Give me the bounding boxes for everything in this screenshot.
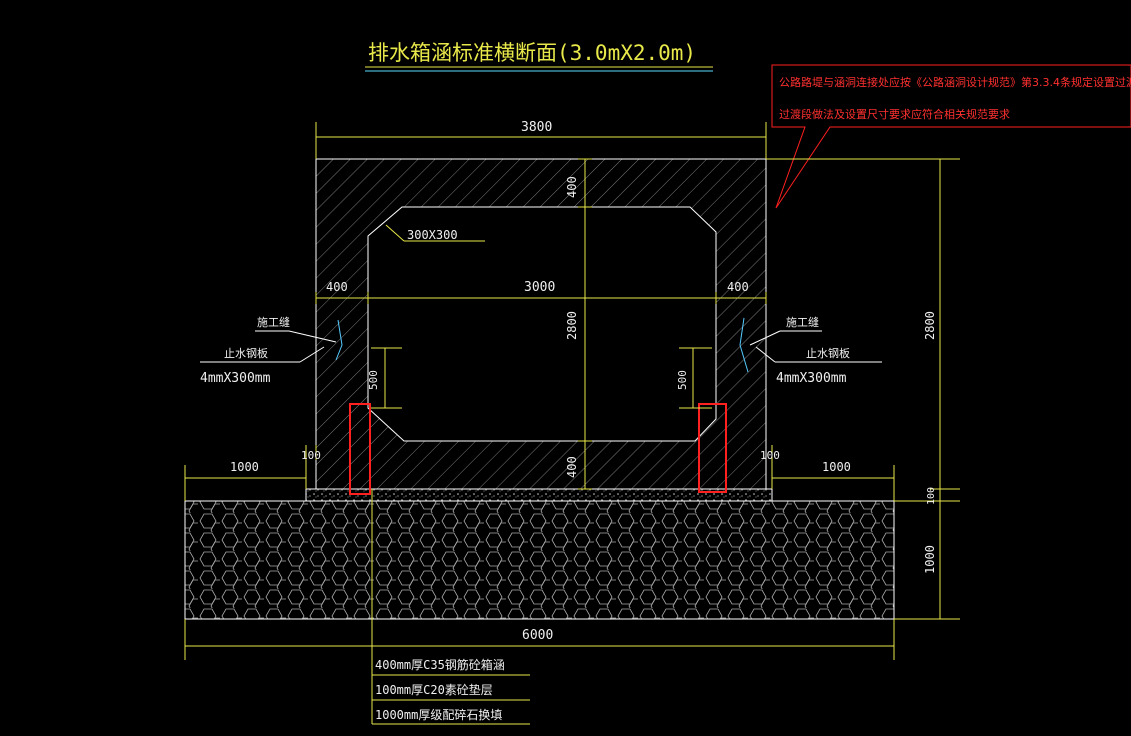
dim-inner-height: 2800 bbox=[565, 207, 586, 441]
legend-item-3: 1000mm厚级配碎石换填 bbox=[375, 707, 502, 722]
dim-overhang-left-text: 100 bbox=[301, 449, 321, 462]
legend-item-1: 400mm厚C35钢筋砼箱涵 bbox=[375, 657, 505, 672]
joint-mark-left bbox=[335, 319, 343, 361]
joint-label-right: 施工缝 bbox=[786, 315, 819, 329]
dim-bottom-slab-text: 400 bbox=[565, 456, 579, 478]
dim-top-width-text: 3800 bbox=[521, 120, 552, 135]
box-culvert-section bbox=[315, 158, 767, 490]
dim-stop-right-text: 500 bbox=[676, 370, 689, 390]
dim-foundation-depth-text: 1000 bbox=[923, 545, 937, 574]
dim-overall-height: 2800 bbox=[766, 158, 960, 490]
dim-inner-height-text: 2800 bbox=[565, 311, 579, 340]
dim-overall-height-text: 2800 bbox=[923, 311, 937, 340]
annotation-left: 施工缝 止水钢板 4mmX300mm bbox=[200, 315, 337, 386]
dim-foundation-depth: 1000 bbox=[894, 501, 960, 620]
highlight-left bbox=[349, 403, 371, 495]
chamfer-leader bbox=[385, 224, 405, 242]
dim-stop-left-text: 500 bbox=[367, 370, 380, 390]
dim-side-left: 1000 100 bbox=[184, 445, 321, 501]
dim-stop-right: 500 bbox=[676, 347, 712, 409]
dim-wall-right-text: 400 bbox=[727, 280, 749, 294]
dim-top-slab-text: 400 bbox=[565, 176, 579, 198]
dim-wall-left-text: 400 bbox=[326, 280, 348, 294]
waterstop-label-left: 止水钢板 bbox=[224, 346, 268, 360]
highlight-right bbox=[698, 403, 727, 493]
waterstop-spec-right: 4mmX300mm bbox=[776, 371, 847, 386]
dim-stop-left: 500 bbox=[367, 347, 402, 409]
joint-mark-right bbox=[739, 317, 749, 373]
dim-inner-width-text: 3000 bbox=[524, 280, 555, 295]
dim-top-width: 3800 bbox=[315, 120, 767, 159]
dim-bottom-slab: 400 bbox=[565, 440, 592, 490]
waterstop-label-right: 止水钢板 bbox=[806, 346, 850, 360]
material-legend: 400mm厚C35钢筋砼箱涵 100mm厚C20素砼垫层 1000mm厚级配碎石… bbox=[372, 657, 530, 725]
cushion-layer bbox=[305, 488, 773, 502]
dim-side-right: 1000 100 bbox=[760, 445, 895, 501]
annotation-right: 施工缝 止水钢板 4mmX300mm bbox=[749, 315, 882, 386]
joint-label-left: 施工缝 bbox=[257, 315, 290, 329]
note-callout: 公路路堤与涵洞连接处应按《公路涵洞设计规范》第3.3.4条规定设置过渡段 过渡段… bbox=[771, 64, 1131, 209]
dim-top-slab: 400 bbox=[565, 158, 592, 208]
dim-foundation-width-text: 6000 bbox=[522, 628, 553, 643]
dim-side-left-text: 1000 bbox=[230, 460, 259, 474]
dim-foundation-width: 6000 bbox=[184, 619, 895, 660]
legend-item-2: 100mm厚C20素砼垫层 bbox=[375, 682, 493, 697]
dim-inner-width: 3000 400 400 bbox=[315, 280, 767, 304]
waterstop-spec-left: 4mmX300mm bbox=[200, 371, 271, 386]
dim-cushion: 100 bbox=[894, 487, 960, 505]
drawing-title: 排水箱涵标准横断面(3.0mX2.0m) bbox=[368, 41, 696, 65]
foundation-layer bbox=[184, 500, 895, 620]
chamfer-label: 300X300 bbox=[407, 228, 458, 242]
dim-cushion-text: 100 bbox=[926, 487, 937, 505]
dim-overhang-right-text: 100 bbox=[760, 449, 780, 462]
note-line-1: 公路路堤与涵洞连接处应按《公路涵洞设计规范》第3.3.4条规定设置过渡段 bbox=[779, 75, 1131, 89]
dim-side-right-text: 1000 bbox=[822, 460, 851, 474]
note-line-2: 过渡段做法及设置尺寸要求应符合相关规范要求 bbox=[779, 107, 1010, 121]
